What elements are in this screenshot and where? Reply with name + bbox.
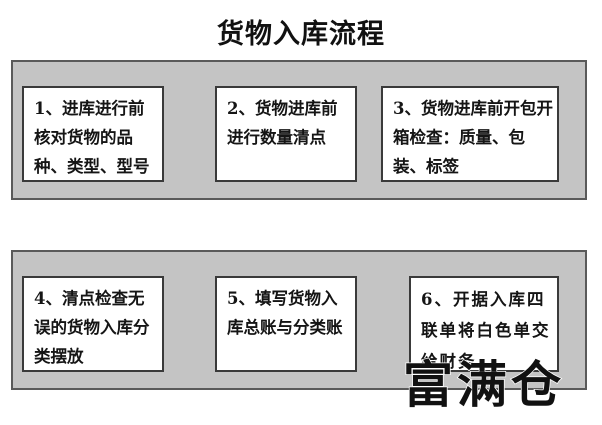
process-row-1: 1、进库进行前核对货物的品种、类型、型号 2、货物进库前进行数量清点 3、货物进…: [11, 60, 587, 200]
diagram-title: 货物入库流程: [217, 19, 385, 50]
step-box-6: 6、开据入库四联单将白色单交给财务: [409, 276, 559, 372]
step-box-2: 2、货物进库前进行数量清点: [215, 86, 357, 182]
step-box-3: 3、货物进库前开包开箱检查：质量、包装、标签: [381, 86, 559, 182]
step-3-text: 3、货物进库前开包开箱检查：质量、包装、标签: [393, 99, 553, 176]
step-6-text: 6、开据入库四联单将白色单交给财务: [421, 290, 551, 371]
step-4-text: 4、清点检查无误的货物入库分类摆放: [34, 289, 150, 366]
step-box-5: 5、填写货物入库总账与分类账: [215, 276, 357, 372]
process-row-2: 4、清点检查无误的货物入库分类摆放 5、填写货物入库总账与分类账 6、开据入库四…: [11, 250, 587, 390]
step-2-text: 2、货物进库前进行数量清点: [227, 99, 338, 147]
step-box-4: 4、清点检查无误的货物入库分类摆放: [22, 276, 164, 372]
step-box-1: 1、进库进行前核对货物的品种、类型、型号: [22, 86, 164, 182]
step-1-text: 1、进库进行前核对货物的品种、类型、型号: [34, 99, 150, 176]
step-5-text: 5、填写货物入库总账与分类账: [227, 289, 343, 337]
watermark-logo: 富满仓: [402, 355, 565, 414]
